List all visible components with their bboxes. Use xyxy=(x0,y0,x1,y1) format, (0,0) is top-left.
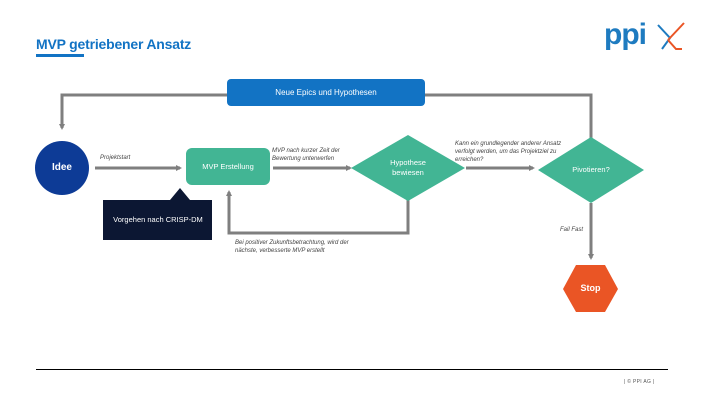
title-underline xyxy=(36,54,84,57)
crisp-box xyxy=(103,188,212,240)
ppi-logo: ppi xyxy=(604,16,688,56)
mvp-label: MVP Erstellung xyxy=(202,161,254,171)
arrow-banner-to-idee xyxy=(59,93,228,130)
crisp-label: Vorgehen nach CRISP-DM xyxy=(113,215,203,224)
page-title: MVP getriebener Ansatz xyxy=(36,36,192,52)
footer-copyright: | © PPI AG | xyxy=(624,379,655,385)
stop-label: Stop xyxy=(580,283,601,293)
idee-label: Idee xyxy=(51,162,72,173)
hypothese-diamond xyxy=(351,135,465,201)
arrow-hypothese-to-mvp xyxy=(226,190,410,235)
label-grundlegender-ansatz: Kann ein grundlegender anderer Ansatz ve… xyxy=(455,141,562,163)
banner-box xyxy=(227,79,425,106)
label-mvp-bewertung: MVP nach kurzer Zeit der Bewertung unter… xyxy=(272,148,340,162)
hypothese-label: Hypothese bewiesen xyxy=(390,158,426,177)
footer-divider xyxy=(36,369,668,370)
label-projektstart: Projektstart xyxy=(100,155,131,161)
label-positive-zukunft: Bei positiver Zukunftsbetrachtung, wird … xyxy=(235,240,349,254)
logo-text: ppi xyxy=(604,18,647,51)
idee-circle xyxy=(35,141,89,195)
arrow-pivot-to-banner xyxy=(422,93,593,138)
banner-label: Neue Epics und Hypothesen xyxy=(275,87,377,97)
stop-hexagon xyxy=(563,265,618,312)
mvp-box xyxy=(186,148,270,185)
logo-x-icon xyxy=(657,22,685,50)
pivot-label: Pivotieren? xyxy=(572,165,610,174)
label-fail-fast: Fail Fast xyxy=(560,227,584,233)
pivot-diamond xyxy=(538,137,644,203)
